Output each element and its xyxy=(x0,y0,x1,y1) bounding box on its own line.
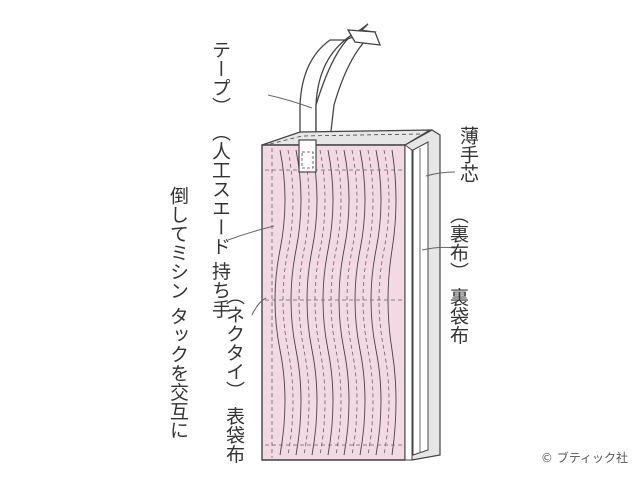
handle-label: テープ） （人工スエード 持ち手 xyxy=(208,40,232,318)
outer-bag-label: （ネクタイ） 表袋布 xyxy=(222,286,246,463)
outer-bag-label-line2: （ネクタイ） xyxy=(223,286,245,400)
tuck-label: 倒してミシン タックを交互に xyxy=(166,186,190,439)
copyright-credit: © ブティック社 xyxy=(540,451,628,465)
outer-bag-fabric xyxy=(261,144,413,461)
bag-top-edge xyxy=(261,129,433,146)
handle-label-line1: テープ） xyxy=(209,40,231,116)
handle-label-line3: 持ち手 xyxy=(209,261,231,319)
tuck-label-line2: 倒してミシン xyxy=(167,186,189,300)
leader-lines xyxy=(227,94,456,316)
handle-attachment xyxy=(298,139,317,173)
tuck-label-line1: タックを交互に xyxy=(167,306,189,440)
lining-label-line1: 裏袋布 xyxy=(447,287,469,345)
lining-panel xyxy=(404,129,441,461)
outer-bag-label-line1: 表袋布 xyxy=(223,406,245,464)
lining-label-line2: （裏布） xyxy=(447,205,469,281)
interfacing-label: 薄手芯 xyxy=(456,126,480,206)
interfacing-label-line1: 薄手芯 xyxy=(457,126,479,183)
handle-straps xyxy=(299,23,381,141)
lining-label: （裏布） 裏袋布 xyxy=(446,205,470,345)
handle-label-line2: （人工スエード xyxy=(209,122,231,256)
